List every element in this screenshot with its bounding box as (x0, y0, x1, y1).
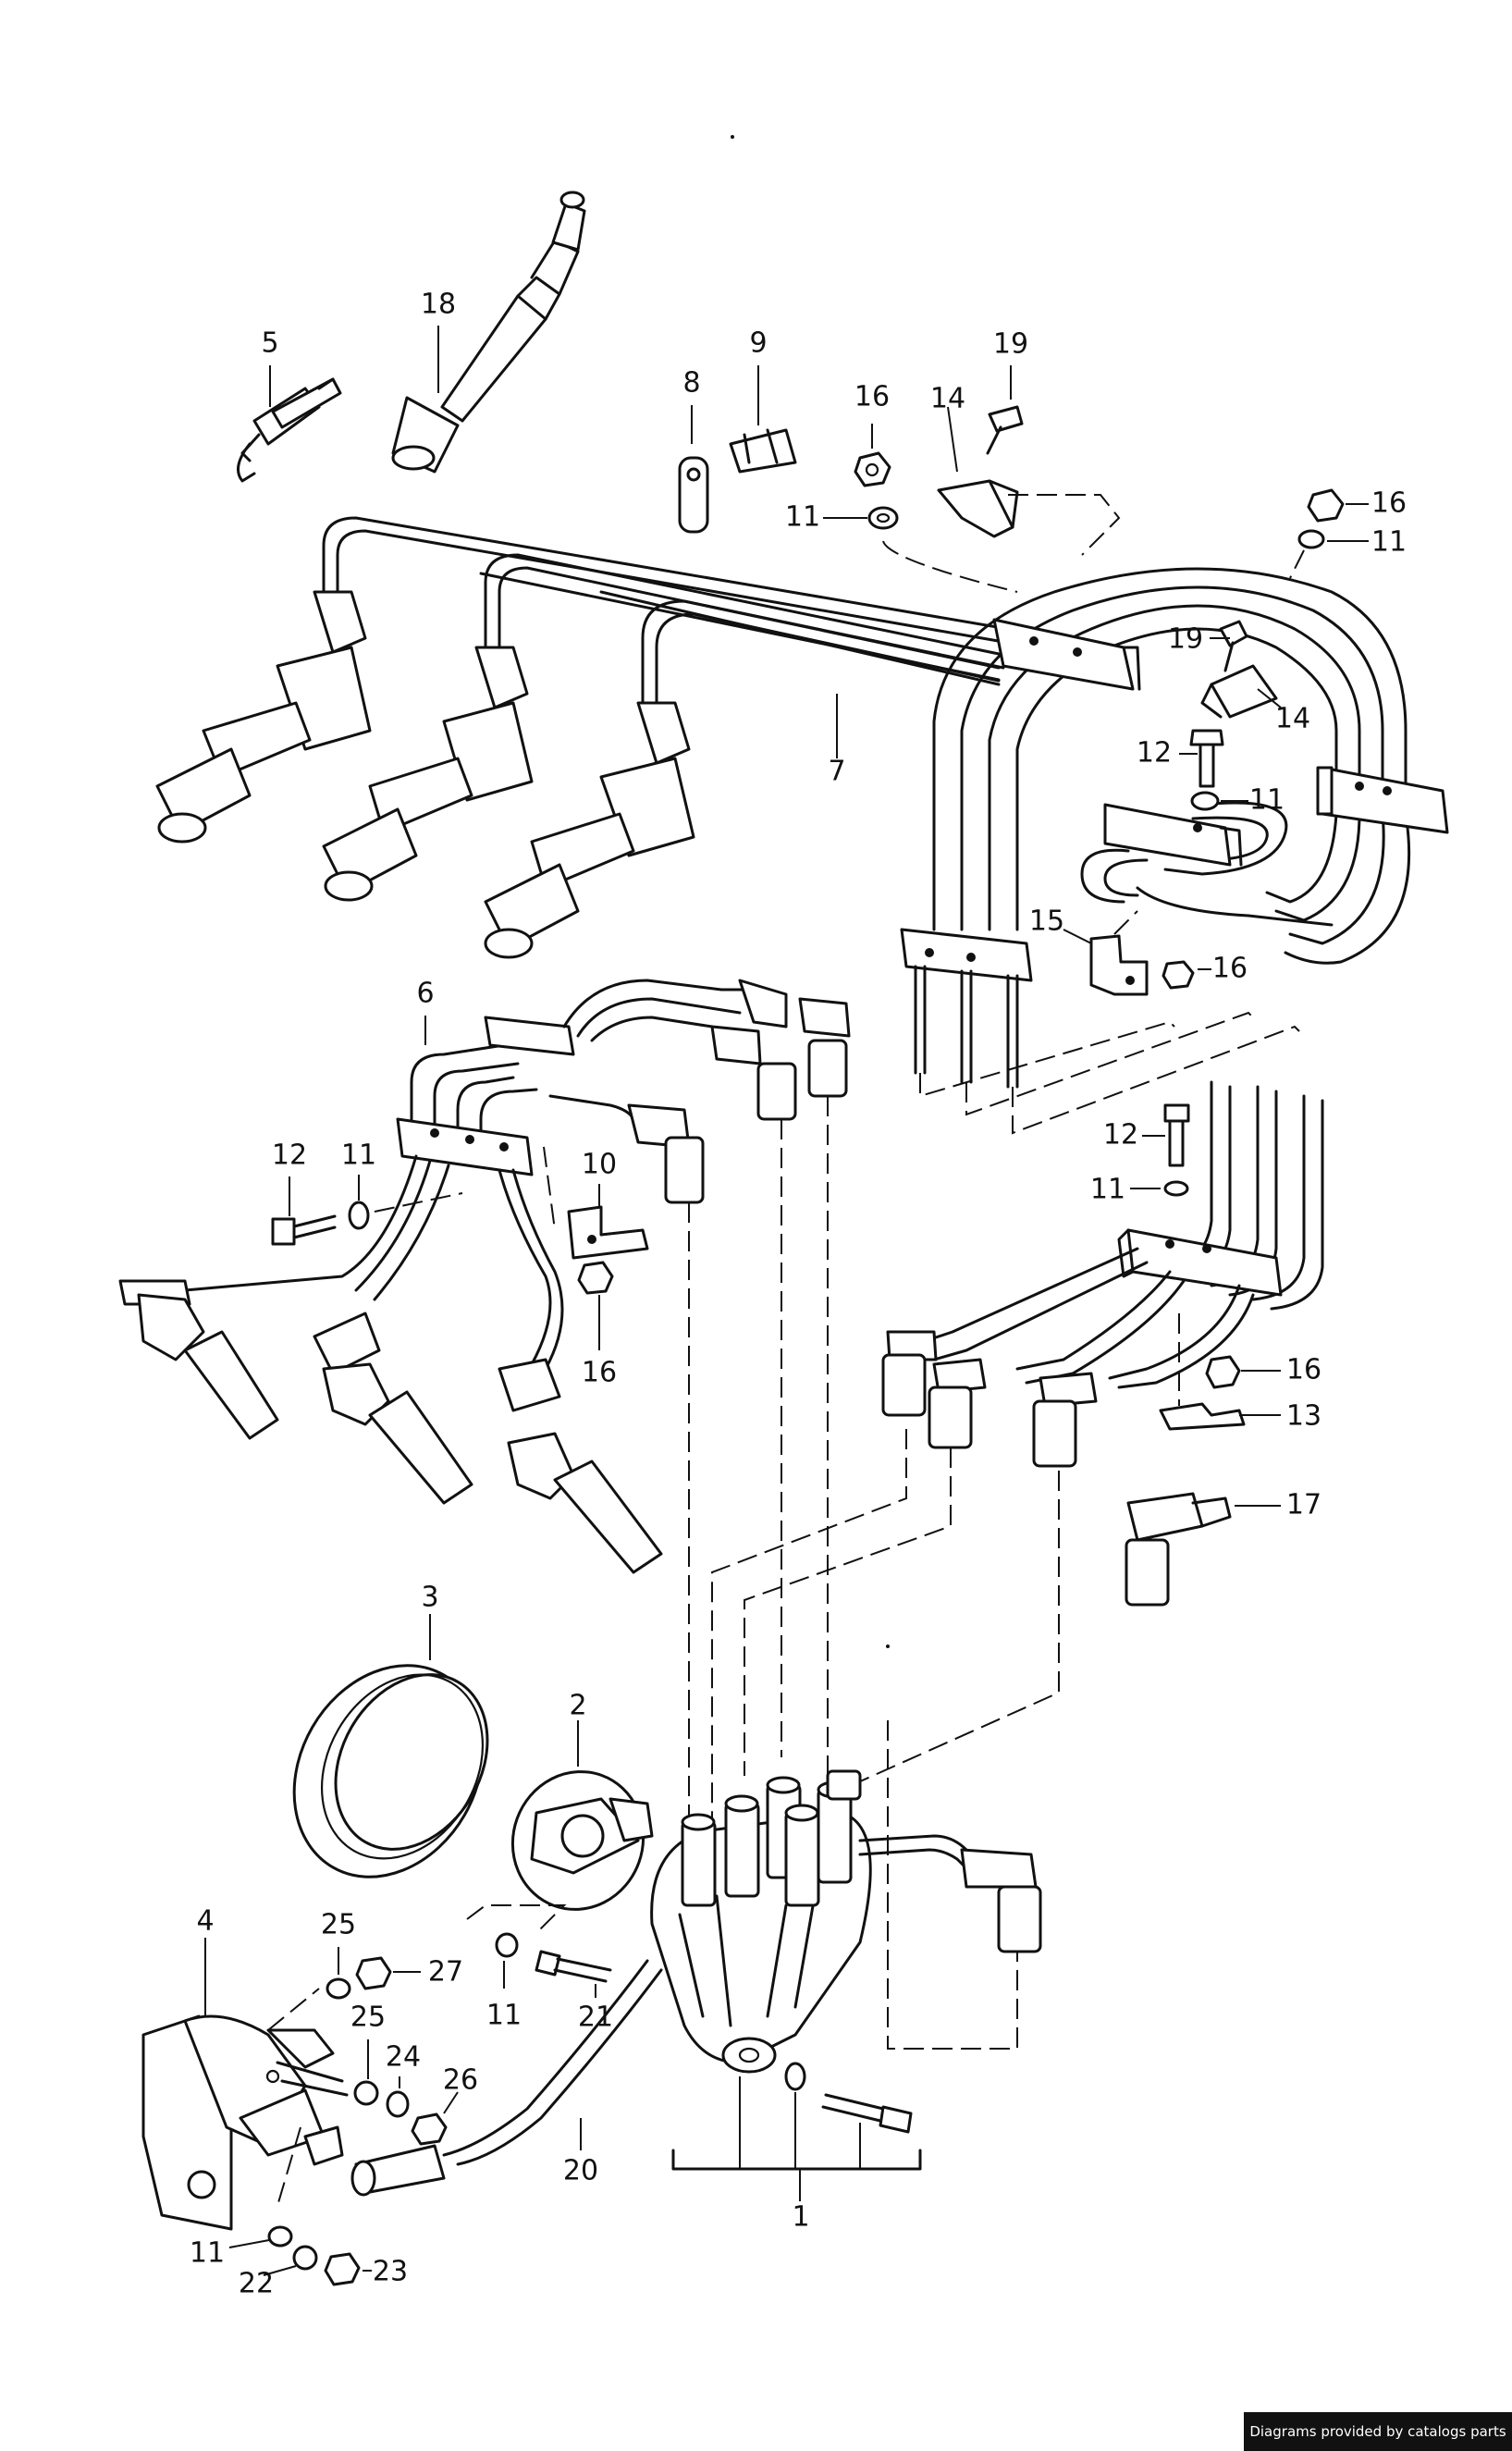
callout-16-left: 16 (582, 1357, 617, 1389)
coil-hardware (228, 1904, 612, 2286)
ignition-harness-part-7 (155, 516, 1449, 1089)
callout-19-mid: 19 (1168, 623, 1203, 656)
callout-20: 20 (563, 2155, 598, 2187)
callout-11-top: 11 (785, 501, 820, 534)
plate-part-8 (678, 405, 709, 534)
callout-11-lower-right: 11 (1090, 1174, 1125, 1206)
callout-10: 10 (582, 1149, 617, 1181)
callout-23: 23 (373, 2256, 408, 2288)
callout-26: 26 (443, 2064, 478, 2097)
callout-11-right: 11 (1371, 526, 1407, 559)
callout-1: 1 (792, 2201, 809, 2234)
routing-dashed-lines (882, 540, 1300, 1135)
callout-9: 9 (749, 327, 767, 360)
bolt-washer-left (271, 1175, 463, 1246)
callout-4: 4 (196, 1905, 214, 1938)
callout-16-mid: 16 (1212, 953, 1248, 985)
bolt-washer-mid (1179, 729, 1248, 811)
callout-12-mid: 12 (1137, 737, 1172, 770)
callout-7: 7 (828, 756, 845, 788)
callout-25-lower: 25 (350, 2001, 386, 2034)
ignition-harness-part-6 (118, 979, 851, 1574)
callout-27: 27 (428, 1956, 463, 1989)
callout-18: 18 (421, 289, 456, 321)
nut-washer-top (823, 424, 899, 530)
callout-24: 24 (386, 2041, 421, 2074)
catalog-credit-badge: Diagrams provided by catalogs parts (1244, 2412, 1512, 2451)
callout-12-lower-right: 12 (1103, 1119, 1138, 1152)
callout-14-top: 14 (930, 383, 965, 415)
spark-plug-part-5 (237, 365, 342, 483)
distributor-cap-part-1 (350, 1769, 1042, 2201)
bracket-part-10 (543, 1146, 649, 1350)
callout-12-left: 12 (272, 1139, 307, 1172)
rotor-part-2 (510, 1720, 654, 1911)
bracket-part-15 (1063, 910, 1211, 996)
callout-17: 17 (1286, 1489, 1321, 1521)
callout-labels: 1 2 3 4 5 6 7 8 9 10 11 11 11 11 11 11 1… (190, 289, 1407, 2300)
callout-16-lower-right: 16 (1286, 1354, 1321, 1386)
callout-25-top: 25 (321, 1909, 356, 1941)
callout-16-right: 16 (1371, 487, 1407, 520)
callout-14-mid: 14 (1275, 703, 1310, 735)
bracket-part-14-top (937, 365, 1121, 556)
nut-washer-right (1289, 488, 1369, 579)
callout-6: 6 (416, 978, 434, 1010)
callout-11-coil: 11 (190, 2237, 225, 2270)
callout-11-bottom: 11 (486, 2000, 522, 2032)
callout-11-left: 11 (341, 1139, 376, 1172)
callout-22: 22 (239, 2268, 274, 2300)
ring-part-3 (292, 1614, 489, 1878)
callout-13: 13 (1286, 1400, 1321, 1433)
callout-19-top: 19 (993, 328, 1028, 361)
ignition-coil-part-4 (141, 1938, 349, 2231)
callout-3: 3 (421, 1582, 438, 1614)
ignition-harness-lower-right (881, 1080, 1324, 1607)
callout-16-top: 16 (854, 381, 890, 413)
bracket-part-14-mid (1200, 620, 1282, 719)
distributor-routing-dashes (688, 1096, 1060, 2050)
clip-part-9 (729, 365, 797, 474)
ignition-boot-part-18 (391, 191, 586, 474)
callout-11-mid: 11 (1249, 784, 1285, 817)
callout-2: 2 (569, 1690, 586, 1722)
callout-8: 8 (682, 367, 700, 400)
callout-15: 15 (1029, 905, 1064, 938)
callout-5: 5 (261, 327, 278, 360)
callout-21: 21 (578, 2001, 613, 2034)
